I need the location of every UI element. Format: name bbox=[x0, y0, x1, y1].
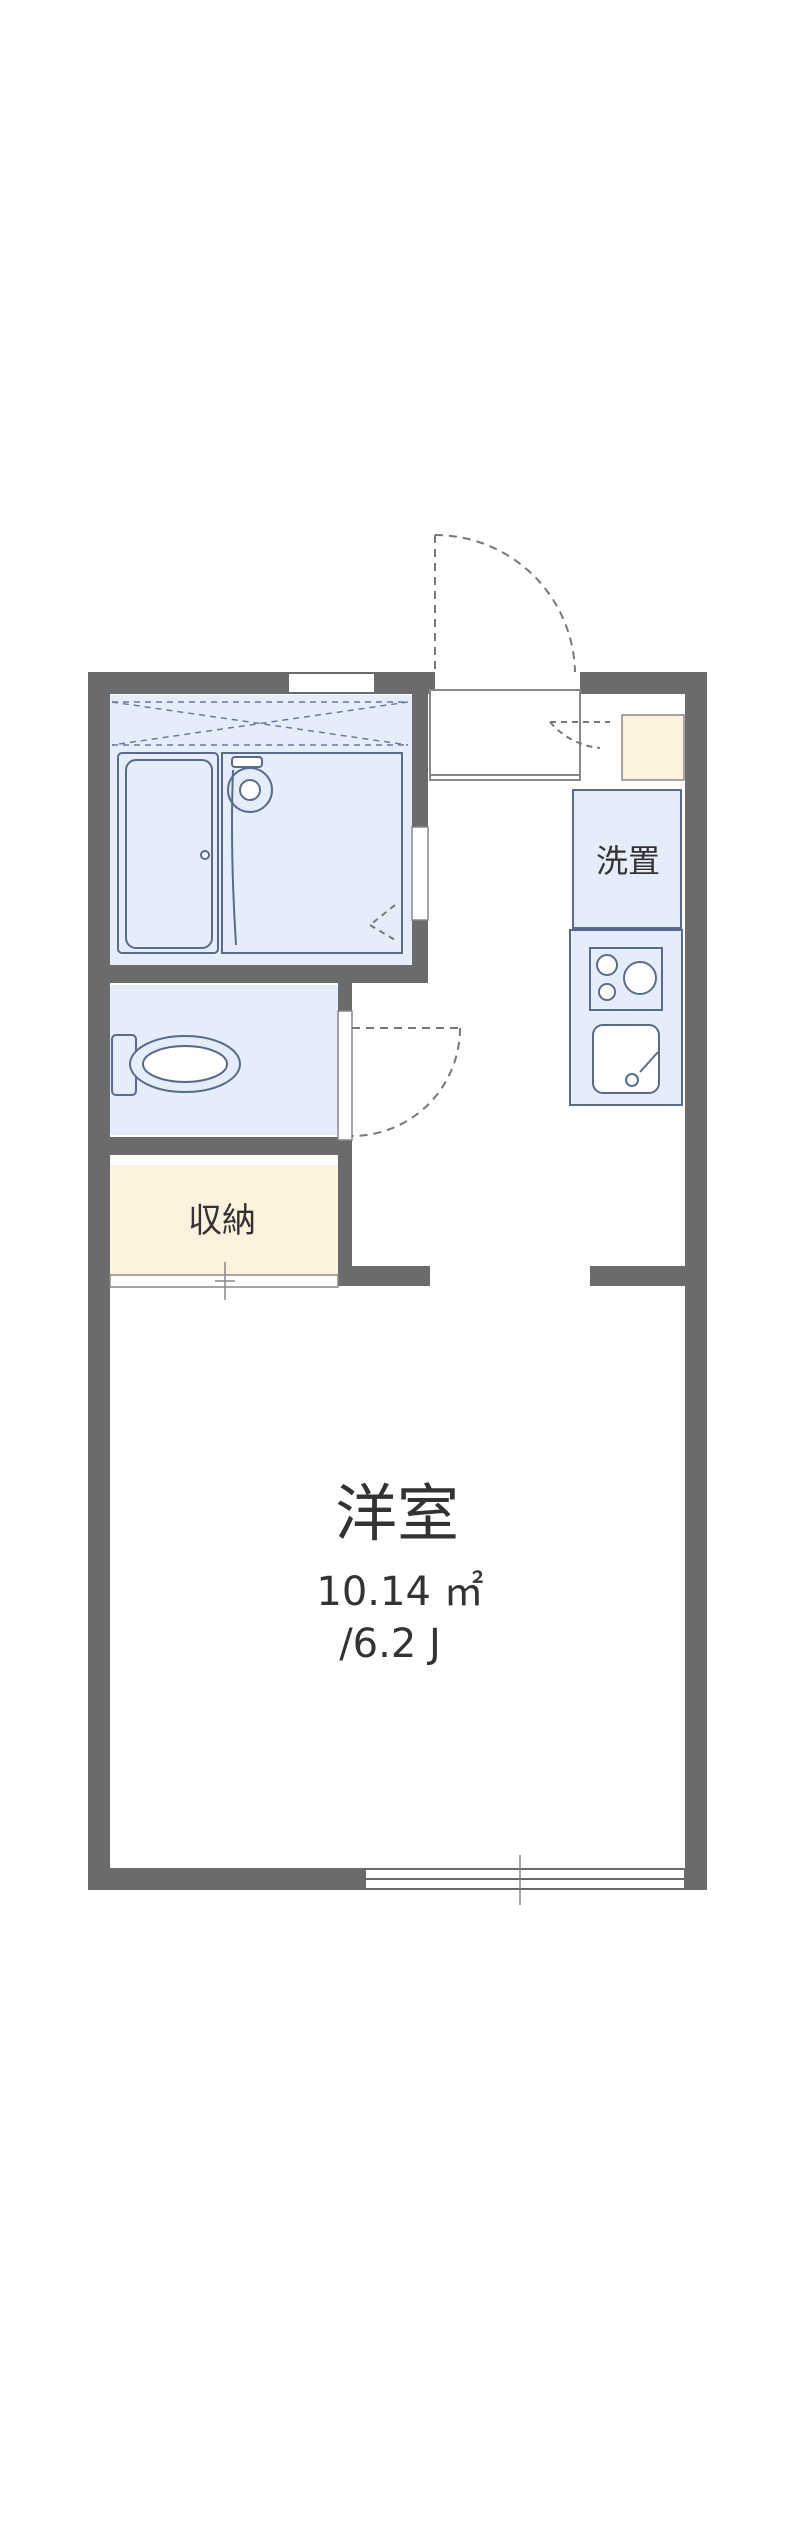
laundry-door-swing bbox=[549, 721, 610, 749]
bathtub bbox=[117, 752, 219, 954]
bath-partition-dashed bbox=[111, 701, 409, 746]
toilet-door-swing bbox=[351, 1027, 461, 1137]
main-room-tatami: /6.2 J bbox=[339, 1621, 441, 1667]
washbasin bbox=[221, 752, 403, 954]
main-room-area: 10.14 ㎡ bbox=[316, 1569, 483, 1615]
laundry-area bbox=[572, 789, 682, 929]
bath-door-opening bbox=[411, 826, 429, 921]
storage-fill bbox=[110, 1165, 338, 1275]
main-room-floor bbox=[110, 1290, 685, 1870]
main-room-label: 洋室 bbox=[335, 1477, 459, 1550]
top-window bbox=[287, 672, 376, 694]
stove bbox=[589, 947, 663, 1011]
entrance bbox=[429, 689, 581, 781]
toilet-door-opening bbox=[337, 1010, 353, 1141]
laundry-label: 洗置 bbox=[596, 842, 660, 880]
storage-label: 収納 bbox=[188, 1201, 256, 1241]
toilet bbox=[111, 1034, 241, 1096]
walls bbox=[88, 672, 707, 1890]
entrance-door-swing bbox=[434, 534, 576, 673]
kitchen-sink bbox=[592, 1024, 660, 1094]
fridge-space-border bbox=[621, 714, 685, 781]
bottom-window bbox=[364, 1855, 686, 1905]
storage-opening bbox=[109, 1262, 339, 1300]
bath-door-swing bbox=[369, 904, 396, 941]
fridge-space-fill bbox=[622, 715, 684, 780]
